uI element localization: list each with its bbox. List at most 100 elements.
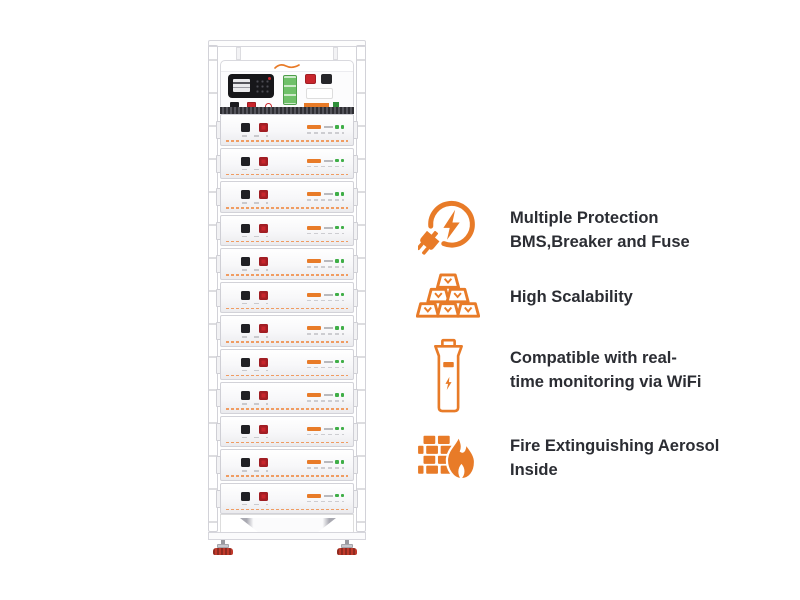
module-negative-connector [241, 156, 250, 166]
module-brand-label [307, 493, 321, 498]
module-status-led [340, 326, 344, 330]
module-negative-connector [241, 458, 250, 467]
module-brand-label [307, 326, 321, 330]
module-status-led [335, 460, 339, 464]
plug-lightning-protection-icon [416, 198, 476, 256]
module-status-led [335, 259, 339, 263]
keypad-icon [255, 79, 270, 94]
module-status-led [335, 393, 339, 397]
firewall-flame-icon [418, 432, 477, 481]
module-negative-connector [241, 190, 250, 199]
feature-list: Multiple Protection BMS,Breaker and Fuse [415, 196, 756, 506]
module-connector-labels [242, 269, 268, 271]
module-brand-label [307, 125, 321, 129]
mounting-ear-left [216, 389, 221, 407]
mounting-ear-left [216, 121, 221, 139]
module-positive-connector [259, 290, 268, 300]
module-brand-label [307, 158, 321, 163]
mounting-ear-right [353, 188, 358, 206]
module-negative-connector [241, 424, 250, 434]
module-connector-labels [242, 202, 268, 204]
module-spec-text [307, 400, 344, 402]
feature-line: time monitoring via WiFi [510, 373, 702, 391]
module-accent-line [226, 274, 348, 276]
rack-inner-post-right [333, 47, 338, 60]
module-status-led [340, 259, 344, 263]
module-accent-line [226, 240, 348, 242]
module-accent-line [226, 307, 348, 309]
module-status-led [335, 225, 339, 229]
module-brand-label [307, 460, 321, 464]
module-positive-connector [259, 223, 268, 233]
module-spec-text [307, 500, 344, 502]
mounting-ear-right [353, 489, 358, 508]
feature-line: Fire Extinguishing Aerosol [510, 437, 720, 455]
battery-module [216, 181, 358, 213]
module-negative-connector [241, 324, 250, 333]
module-model-text [324, 327, 333, 329]
module-status-led [340, 292, 344, 296]
foot-stem [345, 540, 349, 545]
module-brand-label [307, 192, 321, 196]
mounting-ear-right [353, 154, 358, 173]
module-status-led [335, 292, 339, 296]
module-positive-connector [259, 357, 268, 367]
module-connector-labels [242, 302, 268, 304]
module-negative-connector [241, 491, 250, 501]
feature-line: BMS,Breaker and Fuse [510, 233, 690, 251]
module-status-led [335, 359, 339, 363]
mounting-ear-left [216, 188, 221, 206]
gold-ingots-scalability-icon [415, 272, 481, 320]
module-brand-label [307, 426, 321, 431]
foot-stem [221, 540, 225, 545]
module-model-text [324, 226, 333, 229]
module-accent-line [226, 475, 348, 477]
battery-module [216, 281, 358, 313]
module-spec-text [307, 165, 344, 167]
module-status-led [335, 192, 339, 196]
module-brand-label [307, 292, 321, 297]
module-status-led [335, 426, 339, 430]
module-positive-connector [259, 156, 268, 166]
module-accent-line [226, 173, 348, 175]
display-panel [228, 74, 274, 98]
module-model-text [324, 260, 333, 262]
battery-rack [206, 40, 368, 556]
battery-modules [216, 114, 358, 514]
module-connector-labels [242, 135, 268, 137]
module-spec-text [307, 199, 344, 201]
model-label [304, 103, 329, 107]
mounting-ear-left [216, 221, 221, 240]
control-panel [221, 71, 353, 111]
module-spec-text [307, 333, 344, 335]
mounting-ear-left [216, 489, 221, 508]
module-status-led [335, 493, 339, 497]
mounting-ear-right [353, 322, 358, 340]
mounting-ear-left [216, 322, 221, 340]
module-model-text [324, 461, 333, 463]
module-positive-connector [259, 458, 268, 467]
module-negative-connector [241, 223, 250, 233]
module-positive-connector [259, 391, 268, 400]
module-positive-connector [259, 123, 268, 132]
mounting-ear-right [353, 288, 358, 307]
foot-nut [341, 544, 353, 548]
leveling-foot-right [337, 540, 357, 555]
module-accent-line [226, 441, 348, 443]
mounting-ear-right [353, 389, 358, 407]
cert-badge [333, 102, 339, 108]
module-status-led [340, 460, 344, 464]
feature-text: Multiple Protection BMS,Breaker and Fuse [510, 206, 690, 254]
rack-top-bar [208, 40, 366, 47]
module-connector-labels [242, 403, 268, 405]
module-status-led [340, 192, 344, 196]
module-model-text [324, 494, 333, 497]
module-model-text [324, 159, 333, 162]
foot-red-pad [337, 548, 357, 555]
module-connector-labels [242, 503, 268, 505]
module-accent-line [226, 408, 348, 410]
mounting-ear-right [353, 355, 358, 374]
module-model-text [324, 427, 333, 430]
module-spec-text [307, 366, 344, 368]
status-led [268, 77, 271, 80]
